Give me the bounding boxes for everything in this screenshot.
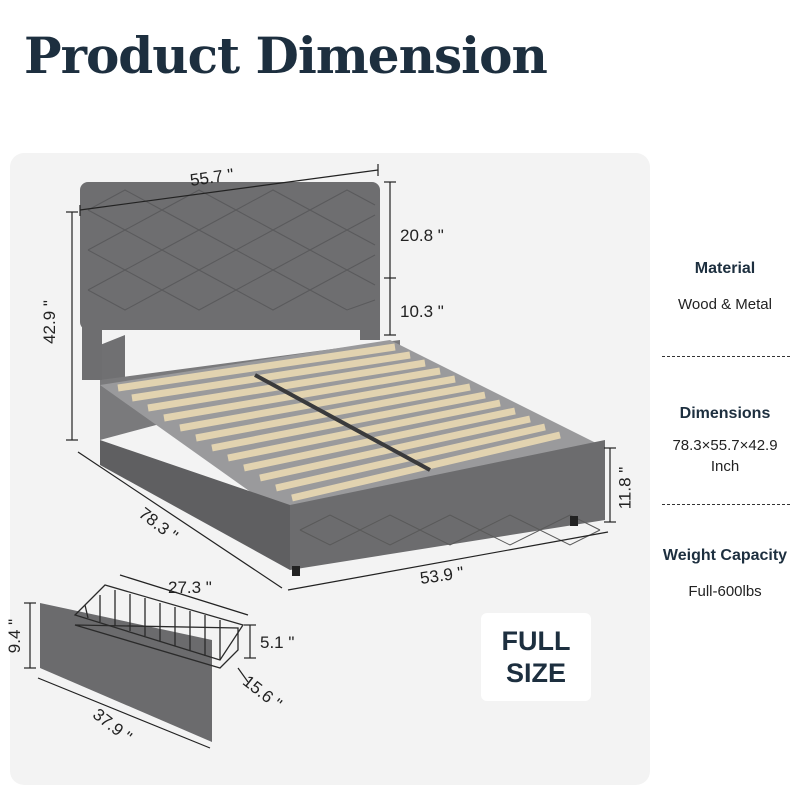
dim-side-height: 11.8 " [615, 466, 635, 510]
spec-dimensions: Dimensions 78.3×55.7×42.9 Inch [650, 405, 800, 477]
spec-divider-1 [662, 356, 790, 357]
spec-material: Material Wood & Metal [650, 260, 800, 315]
drawer-dimension-lines [24, 574, 256, 749]
spec-weight: Weight Capacity Full-600lbs [650, 547, 800, 602]
headboard-post-left [82, 320, 102, 380]
dim-total-height: 42.9 " [39, 300, 59, 344]
bed-center-rail [254, 373, 431, 472]
headboard-post-right [360, 320, 380, 340]
drawer-basket [73, 584, 245, 669]
spec-weight-value: Full-600lbs [688, 583, 762, 600]
dim-drawer-width: 27.3 " [168, 578, 212, 597]
bed-side-panel [100, 440, 290, 570]
size-badge-line-1: FULL [501, 626, 571, 656]
spec-material-value: Wood & Metal [678, 296, 772, 313]
spec-material-label: Material [694, 260, 756, 277]
spec-dimensions-label: Dimensions [679, 405, 771, 422]
drawer-front [40, 603, 212, 742]
bed-leg-right [570, 516, 578, 526]
page-title: Product Dimension [24, 26, 548, 85]
spec-weight-label: Weight Capacity [662, 547, 788, 564]
size-badge: FULL SIZE [481, 613, 591, 701]
size-badge-line-2: SIZE [505, 658, 566, 688]
bed-leg-front [292, 566, 300, 576]
spec-dimensions-value: 78.3×55.7×42.9 [672, 437, 778, 454]
dim-leg-clearance: 10.3 " [400, 302, 444, 321]
spec-dimensions-unit: Inch [710, 458, 740, 475]
dim-drawer-front-height: 9.4 " [5, 618, 25, 654]
dim-headboard-height: 20.8 " [400, 226, 444, 245]
footboard-tufting [299, 514, 601, 546]
dim-drawer-height: 5.1 " [260, 633, 295, 652]
headboard-tufting [87, 189, 376, 311]
dimension-lines [66, 164, 616, 591]
bed-footboard [290, 440, 605, 570]
bed-slats [117, 343, 561, 502]
spec-divider-2 [662, 504, 790, 505]
